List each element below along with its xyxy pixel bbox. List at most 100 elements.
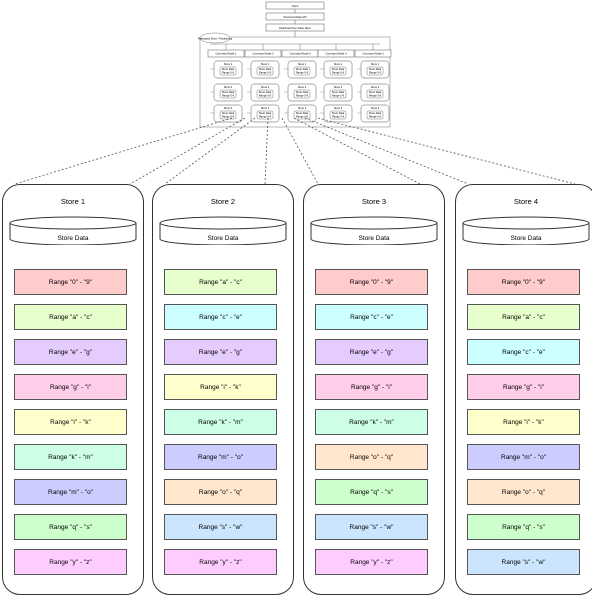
range-box: Range "k" - "m" xyxy=(164,409,277,435)
range-box: Range "a" - "c" xyxy=(164,269,277,295)
overview-store-label: Store 3 xyxy=(334,106,343,110)
overview-store-label: Store 2 xyxy=(224,85,233,89)
range-box: Range "m" - "o" xyxy=(14,479,127,505)
overview-cell-text: Store Data xyxy=(259,67,272,71)
overview-range-box xyxy=(293,89,311,99)
range-box: Range "y" - "z" xyxy=(315,549,428,575)
overview-cell-text: Range 0-9 xyxy=(296,115,309,119)
zoom-connector xyxy=(317,117,576,185)
overview-cell-text: Store Data xyxy=(259,111,272,115)
overview-cell-text: Range 0-9 xyxy=(222,71,235,75)
range-box: Range "m" - "o" xyxy=(164,444,277,470)
zoom-connector xyxy=(14,117,233,185)
range-box: Range "e" - "g" xyxy=(14,339,127,365)
store-data-label: Store Data xyxy=(510,235,542,242)
store-data-cylinder xyxy=(310,216,438,245)
overview-cell-text: Store Data xyxy=(332,111,345,115)
overview-cell-text: Range 0-9 xyxy=(259,115,272,119)
range-box: Range "a" - "c" xyxy=(14,304,127,330)
overview-store-label: Store 1 xyxy=(298,62,307,66)
store-panel-3: Store 3 Store Data Range "0" - "9"Range … xyxy=(303,184,445,595)
range-box: Range "g" - "i" xyxy=(315,374,428,400)
overview-store-label: Store 1 xyxy=(334,62,343,66)
overview-store-label: Store 3 xyxy=(261,106,270,110)
range-box: Range "e" - "g" xyxy=(315,339,428,365)
overview-store-label: Store 3 xyxy=(371,106,380,110)
overview-node-box xyxy=(317,49,355,58)
overview-node-box xyxy=(354,49,392,58)
overview-cell-text: Store Data xyxy=(332,90,345,94)
store-data-cylinder xyxy=(462,216,590,245)
overview-range-box xyxy=(366,66,384,76)
overview-store-label: Store 2 xyxy=(298,85,307,89)
overview-store-label: Store 1 xyxy=(371,62,380,66)
store-panel-1: Store 1 Store Data Range "0" - "9"Range … xyxy=(2,184,144,595)
zoom-connector xyxy=(281,117,319,185)
overview-cell-text: Range 0-9 xyxy=(296,71,309,75)
range-box: Range "c" - "e" xyxy=(315,304,428,330)
store-data-label: Store Data xyxy=(57,235,89,242)
overview-cell-text: Store Data xyxy=(222,111,235,115)
range-box: Range "a" - "c" xyxy=(467,304,580,330)
overview-node-label: Command Node 5 xyxy=(362,52,384,56)
range-box: Range "y" - "z" xyxy=(14,549,127,575)
range-box: Range "q" - "s" xyxy=(467,514,580,540)
overview-cell-text: Store Data xyxy=(369,67,382,71)
overview-node-box xyxy=(207,49,245,58)
overview-cell-text: Store Data xyxy=(369,111,382,115)
overview-cell-text: Store Data xyxy=(259,90,272,94)
overview-cell-text: Store Data xyxy=(369,90,382,94)
range-box: Range "0" - "9" xyxy=(14,269,127,295)
store-data-label: Store Data xyxy=(207,235,239,242)
overview-store-label: Store 2 xyxy=(334,85,343,89)
overview-top-box-label: Structured Data API xyxy=(284,15,307,19)
overview-store-label: Store 1 xyxy=(224,62,233,66)
overview-range-box xyxy=(366,110,384,120)
overview-cell-text: Range 0-9 xyxy=(332,94,345,98)
store-title: Store 2 xyxy=(210,197,236,206)
range-box: Range "0" - "9" xyxy=(315,269,428,295)
overview-cell-text: Store Data xyxy=(332,67,345,71)
overview-range-box xyxy=(256,66,274,76)
overview-node-label: Command Node 2 xyxy=(252,52,274,56)
range-box: Range "g" - "i" xyxy=(467,374,580,400)
overview-node-box xyxy=(244,49,282,58)
overview-range-box xyxy=(219,89,237,99)
overview-node-label: Command Node 4 xyxy=(325,52,347,56)
range-box: Range "e" - "g" xyxy=(164,339,277,365)
overview-cell-text: Range 0-9 xyxy=(259,71,272,75)
range-box: Range "c" - "e" xyxy=(467,339,580,365)
overview-cell-text: Store Data xyxy=(222,67,235,71)
overview-store-label: Store 3 xyxy=(298,106,307,110)
overview-range-box xyxy=(293,110,311,120)
range-box: Range "o" - "q" xyxy=(315,444,428,470)
range-box: Range "y" - "z" xyxy=(164,549,277,575)
zoom-connector xyxy=(304,117,469,185)
overview-cell-text: Range 0-9 xyxy=(332,115,345,119)
store-data-cylinder xyxy=(159,216,287,245)
overview-cell-text: Store Data xyxy=(296,90,309,94)
overview-range-box xyxy=(256,89,274,99)
overview-range-box xyxy=(329,110,347,120)
range-box: Range "o" - "q" xyxy=(467,479,580,505)
range-box: Range "s" - "w" xyxy=(164,514,277,540)
range-box: Range "s" - "w" xyxy=(315,514,428,540)
range-box: Range "q" - "s" xyxy=(315,479,428,505)
zoom-connector xyxy=(129,117,246,185)
overview-range-box xyxy=(256,110,274,120)
range-box: Range "c" - "e" xyxy=(164,304,277,330)
overview-cell-text: Range 0-9 xyxy=(296,94,309,98)
overview-cell-text: Range 0-9 xyxy=(222,115,235,119)
overview-cell-text: Range 0-9 xyxy=(259,94,272,98)
overview-cell-text: Range 0-9 xyxy=(369,94,382,98)
overview-cell-text: Range 0-9 xyxy=(369,71,382,75)
range-box: Range "q" - "s" xyxy=(14,514,127,540)
overview-group-label: Replicated Store / Partitioning xyxy=(198,37,233,41)
range-box: Range "i" - "k" xyxy=(467,409,580,435)
overview-group-badge xyxy=(199,32,231,44)
range-box: Range "o" - "q" xyxy=(164,479,277,505)
store-panel-2: Store 2 Store Data Range "a" - "c" Range … xyxy=(152,184,294,595)
store-data-label: Store Data xyxy=(358,235,390,242)
zoom-connector xyxy=(264,117,269,185)
